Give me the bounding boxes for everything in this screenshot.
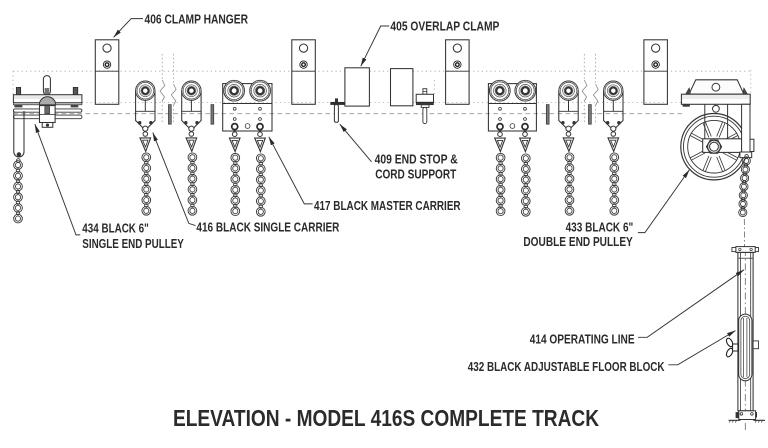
svg-text:432 BLACK ADJUSTABLE FLOOR BLO: 432 BLACK ADJUSTABLE FLOOR BLOCK [468, 360, 665, 374]
svg-text:DOUBLE END PULLEY: DOUBLE END PULLEY [523, 235, 633, 249]
svg-text:CORD SUPPORT: CORD SUPPORT [375, 168, 456, 182]
svg-text:417 BLACK MASTER CARRIER: 417 BLACK MASTER CARRIER [314, 199, 461, 213]
svg-text:406 CLAMP HANGER: 406 CLAMP HANGER [145, 12, 249, 26]
svg-text:409 END STOP &: 409 END STOP & [375, 153, 458, 167]
svg-text:SINGLE END PULLEY: SINGLE END PULLEY [82, 237, 184, 251]
svg-text:405 OVERLAP CLAMP: 405 OVERLAP CLAMP [390, 19, 499, 33]
svg-text:434 BLACK 6": 434 BLACK 6" [82, 222, 149, 236]
svg-text:ELEVATION - MODEL 416S COMPLET: ELEVATION - MODEL 416S COMPLETE TRACK [173, 405, 599, 431]
svg-text:433 BLACK 6": 433 BLACK 6" [566, 220, 634, 234]
svg-text:414 OPERATING LINE: 414 OPERATING LINE [530, 333, 635, 347]
svg-text:416 BLACK SINGLE CARRIER: 416 BLACK SINGLE CARRIER [196, 220, 339, 234]
